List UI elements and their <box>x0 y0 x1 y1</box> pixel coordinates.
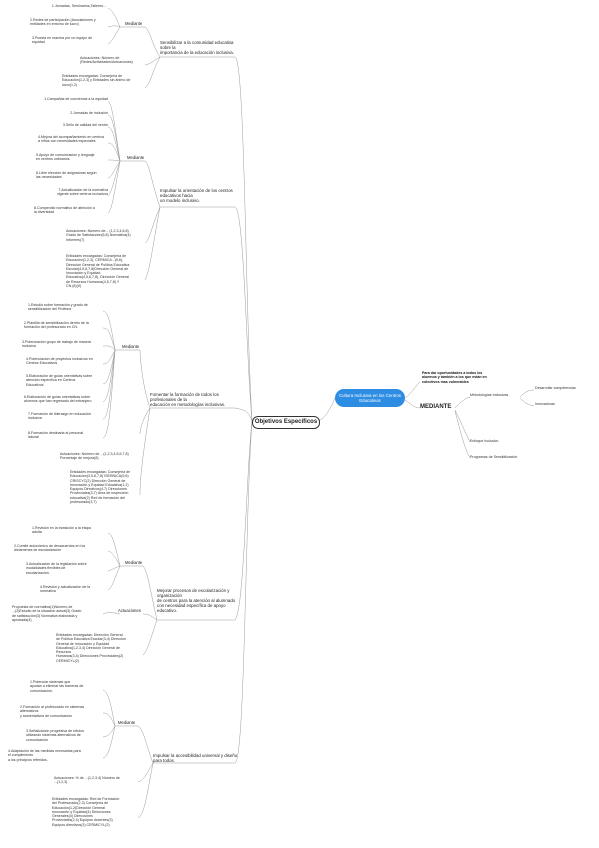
metodologias-inclusivas: Metodologías Inclusivas <box>470 393 509 397</box>
b1-title: Sensibilizar a la comunidad educativa so… <box>160 40 234 55</box>
b5-item-3: 3.Señalización progresiva de rótulos uti… <box>26 729 84 742</box>
b4-item-2: 2.Comité autonómico de desacuerdos en lo… <box>14 544 86 553</box>
b4-item-4: 4.Revisión y actualización de la normati… <box>40 585 91 594</box>
b2-item-6: 6.Libre elección de asignaturas según la… <box>36 171 97 180</box>
b3-item-8: 8.Formación destinada al personal labora… <box>28 431 84 440</box>
b3-item-5: 5.Elaboración de guías orientativas sobr… <box>26 374 93 387</box>
b1-entidades: Entidades encargadas: Consejería de Educ… <box>62 74 131 87</box>
link-trunk-b5 <box>234 420 253 764</box>
link-trunk-b4 <box>234 420 253 621</box>
link-center-mediante <box>404 399 421 409</box>
b1-mediante: Mediante <box>125 21 143 26</box>
b3-actuaciones: Actuaciones: Número de ...(1,2,3,4,5,6,7… <box>60 452 129 461</box>
b2-item-8: 8.Compendio normativo de atención a la d… <box>34 206 95 215</box>
opportunities-text: Para dar oportunidades a todos los alumn… <box>422 371 487 384</box>
b2-entidades: Entidades encargadas: Consejería de Educ… <box>66 254 130 289</box>
b2-item-3: 3.Sello de calidad del centro <box>62 123 108 127</box>
b4-item-1: 1.Revisión en la transición a la etapa a… <box>32 526 91 535</box>
b5-mediante: Mediante <box>118 720 136 725</box>
b5-entidades: Entidades encargadas: Red de Formación d… <box>52 797 120 827</box>
b1-item-2: 2.Redes de participación (Asociaciones y… <box>30 18 96 27</box>
programas-sensibilizacion: Programas de Sensibilización <box>470 455 518 459</box>
b5-item-4: 4.Adaptación de las medidas necesarias p… <box>8 749 81 762</box>
b5-actuaciones: Actuaciones: % de ...(1,2,3,4) Número de… <box>54 776 120 785</box>
b3-item-2: 2.Plantilla de sensibilización dentro de… <box>24 321 89 330</box>
b5-item-1: 1.Potenciar sistemas que ayudan a elimin… <box>30 680 84 693</box>
b2-item-1: 1.Campañas de conciencia a la equidad <box>44 97 108 101</box>
b4-propuesta: Propuesta de normativa(1)Número de ...(2… <box>12 605 82 622</box>
b3-item-1: 1.Estudio sobre formación y grado de sen… <box>28 303 88 312</box>
b2-title: Impulsar la orientación de los centros e… <box>160 188 233 203</box>
link-trunk-b1 <box>234 56 253 422</box>
b3-item-4: 4.Potenciación de proyectos inclusivos e… <box>26 357 93 366</box>
b2-item-4: 4.Mejora del acompañamiento en centros a… <box>38 135 105 144</box>
b1-item-1: 1.Jornadas, Seminarios,Talleres... <box>51 4 106 8</box>
objetivos-especificos-node[interactable]: Objetivos Específicos <box>252 416 320 429</box>
desarrollar-competencias: Desarrollar competencias <box>535 386 576 390</box>
b2-actuaciones: Actuaciones: Número de... (1,2,3,4,6,8) … <box>66 229 131 242</box>
link-trunk-b3 <box>234 407 253 422</box>
b4-mediante: Mediante <box>125 560 143 565</box>
central-topic[interactable]: Cultura Inclusiva en los Centros Educati… <box>335 389 405 407</box>
link-trunk-b2 <box>234 206 253 422</box>
b3-title: Fomentar la formación de todos los profe… <box>150 392 226 407</box>
b5-item-2: 2.Formación al profesorado en sistemas a… <box>20 705 85 718</box>
enfoque-inclusivo: Enfoque Inclusivo <box>470 439 499 443</box>
b3-item-7: 7.Formación de liderazgo en educación in… <box>28 412 91 421</box>
b4-entidades: Entidades encargadas: Dirección General … <box>56 633 126 663</box>
b2-item-2: 2.Jornadas de inclusión <box>70 111 108 115</box>
b1-item-3: 3.Puesta en marcha por un equipo de equi… <box>32 36 93 45</box>
b2-item-5: 5.Apoyo de comunicación y lenguaje en ce… <box>36 153 95 162</box>
b1-actuaciones: Actuaciones: Número de (Redes/Actividade… <box>80 56 133 65</box>
b3-item-3: 3.Potenciación grupo de trabajo de maner… <box>22 340 91 349</box>
link-center-right <box>404 381 421 399</box>
b2-item-7: 7.Actualización de la normativa vigente … <box>57 188 108 197</box>
b3-entidades: Entidades encargadas: Consejería de Educ… <box>70 470 131 505</box>
b4-actuaciones-label: Actuaciones <box>118 608 141 613</box>
mediante-main-node[interactable]: MEDIANTE <box>420 404 452 410</box>
b4-item-3: 3.Actualización de la legislación sobre … <box>26 562 87 575</box>
b2-mediante: Mediante <box>127 155 145 160</box>
b3-item-6: 6.Elaboración de guías orientativas sobr… <box>24 395 92 404</box>
link-center-objetivos <box>317 397 336 422</box>
b5-title: Impulsar la accesibilidad universal y di… <box>153 753 238 763</box>
b4-title: Mejorar procesos de escolarización y org… <box>157 588 236 613</box>
innovadoras: Innovadoras <box>535 402 555 406</box>
b3-mediante: Mediante <box>122 344 140 349</box>
